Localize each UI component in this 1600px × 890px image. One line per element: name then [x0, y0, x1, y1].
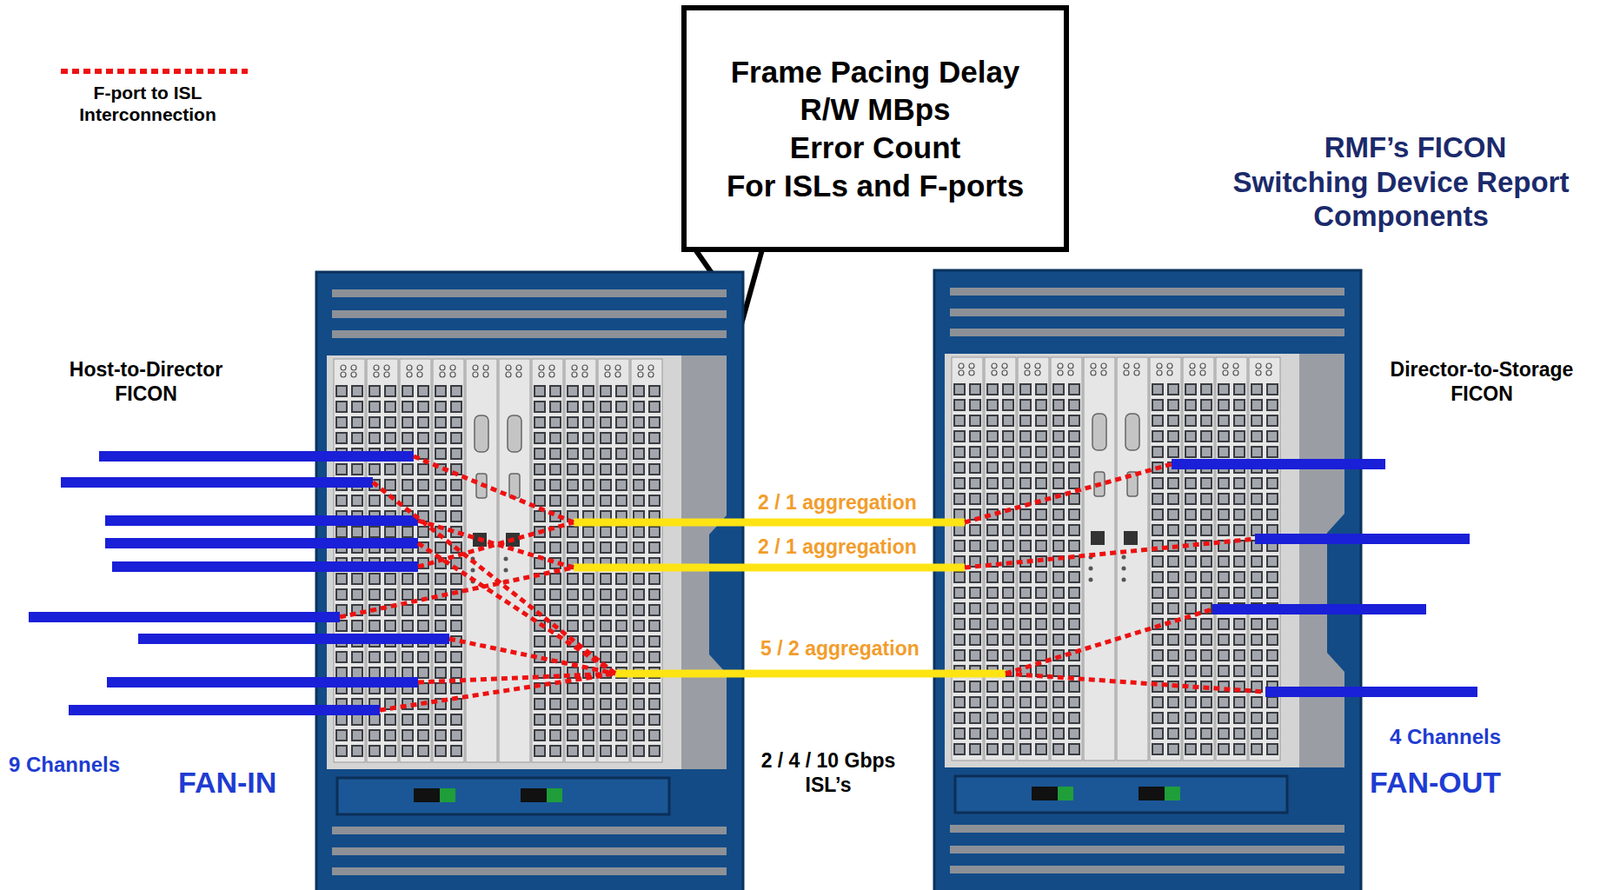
director-chassis: [316, 272, 744, 890]
legend-sample: [60, 68, 248, 74]
section-label: Director-to-Storage FICON: [1368, 358, 1595, 406]
aggregation-label: 2 / 1 aggregation: [754, 535, 921, 560]
callout-text: Error Count: [790, 128, 961, 167]
aggregation-label: 2 / 1 aggregation: [754, 491, 921, 516]
fan-label: FAN-OUT: [1369, 764, 1501, 801]
fan-label: FAN-IN: [178, 764, 277, 801]
channel-count: 4 Channels: [1389, 724, 1501, 751]
callout-text: For ISLs and F-ports: [726, 166, 1024, 206]
channel-line: [28, 456, 1478, 711]
callout-box: Frame Pacing DelayR/W MBpsError CountFor…: [681, 5, 1069, 253]
diagram-title: RMF’s FICON Switching Device Report Comp…: [1228, 130, 1574, 234]
callout-text: R/W MBps: [799, 90, 950, 129]
speed-label: 2 / 4 / 10 Gbps ISL’s: [745, 749, 911, 797]
legend-label: F-port to ISL Interconnection: [60, 81, 235, 126]
isl-link: [573, 522, 1006, 674]
interconnection-line: [339, 456, 1266, 711]
channel-count: 9 Channels: [8, 752, 120, 778]
director-chassis: [934, 270, 1361, 890]
callout-text: Frame Pacing Delay: [730, 53, 1021, 92]
section-label: Host-to-Director FICON: [41, 358, 251, 406]
aggregation-label: 5 / 2 aggregation: [756, 637, 923, 662]
